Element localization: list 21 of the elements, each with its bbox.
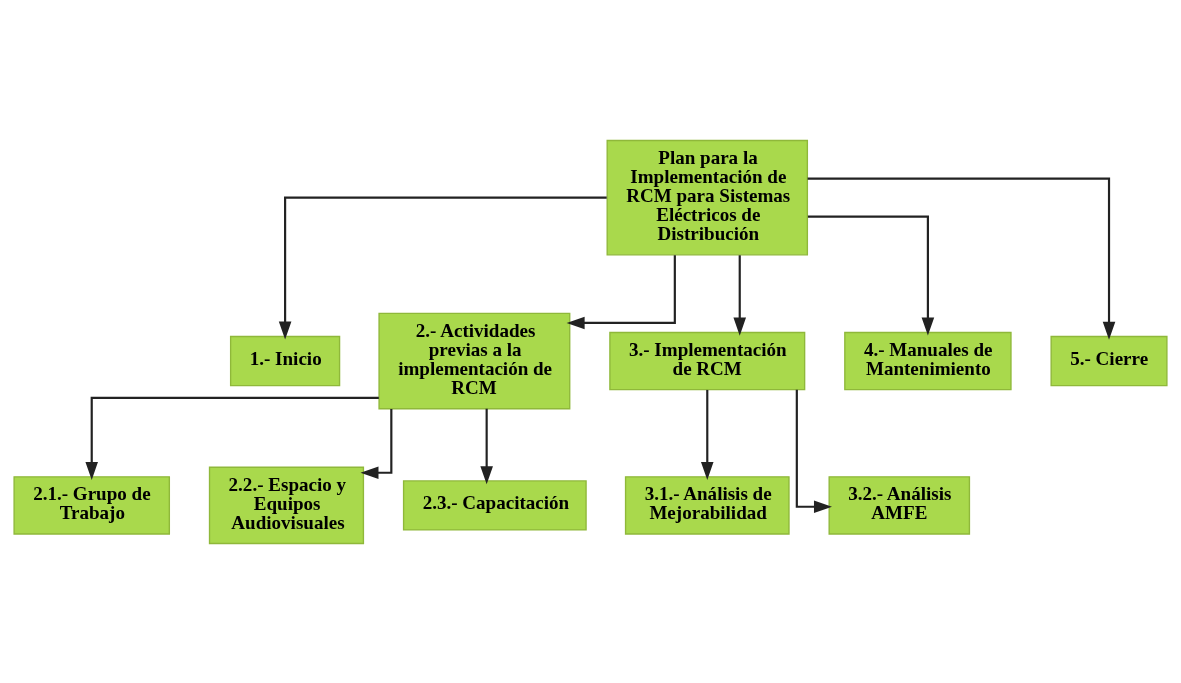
arrow — [566, 254, 676, 329]
arrow — [700, 389, 714, 480]
node-box: 5.- Cierre — [1050, 335, 1168, 386]
node-box: Plan para la Implementación de RCM para Sistemas Eléctricos de Distribución — [606, 139, 809, 255]
arrow — [360, 408, 393, 479]
arrow — [480, 408, 493, 484]
node-box: 2.3.- Capacitación — [402, 479, 587, 531]
node-box: 2.- Actividades previas a la implementación de RCM — [378, 312, 571, 409]
arrow — [795, 389, 832, 513]
arrow — [85, 396, 379, 480]
arrow — [807, 177, 1116, 340]
node-box: 3.2.- Análisis AMFE — [828, 475, 971, 535]
node-box: 3.1.- Análisis de Mejorabilidad — [624, 475, 790, 535]
arrow — [278, 196, 607, 340]
node-box: 4.- Manuales de Mantenimiento — [844, 331, 1012, 390]
arrow — [733, 254, 747, 336]
arrow — [807, 215, 935, 335]
node-box: 3.- Implementación de RCM — [609, 331, 806, 390]
node-box: 1.- Inicio — [229, 335, 341, 386]
node-box: 2.2.- Espacio y Equipos Audiovisuales — [208, 466, 365, 544]
node-box: 2.1.- Grupo de Trabajo — [13, 475, 171, 535]
